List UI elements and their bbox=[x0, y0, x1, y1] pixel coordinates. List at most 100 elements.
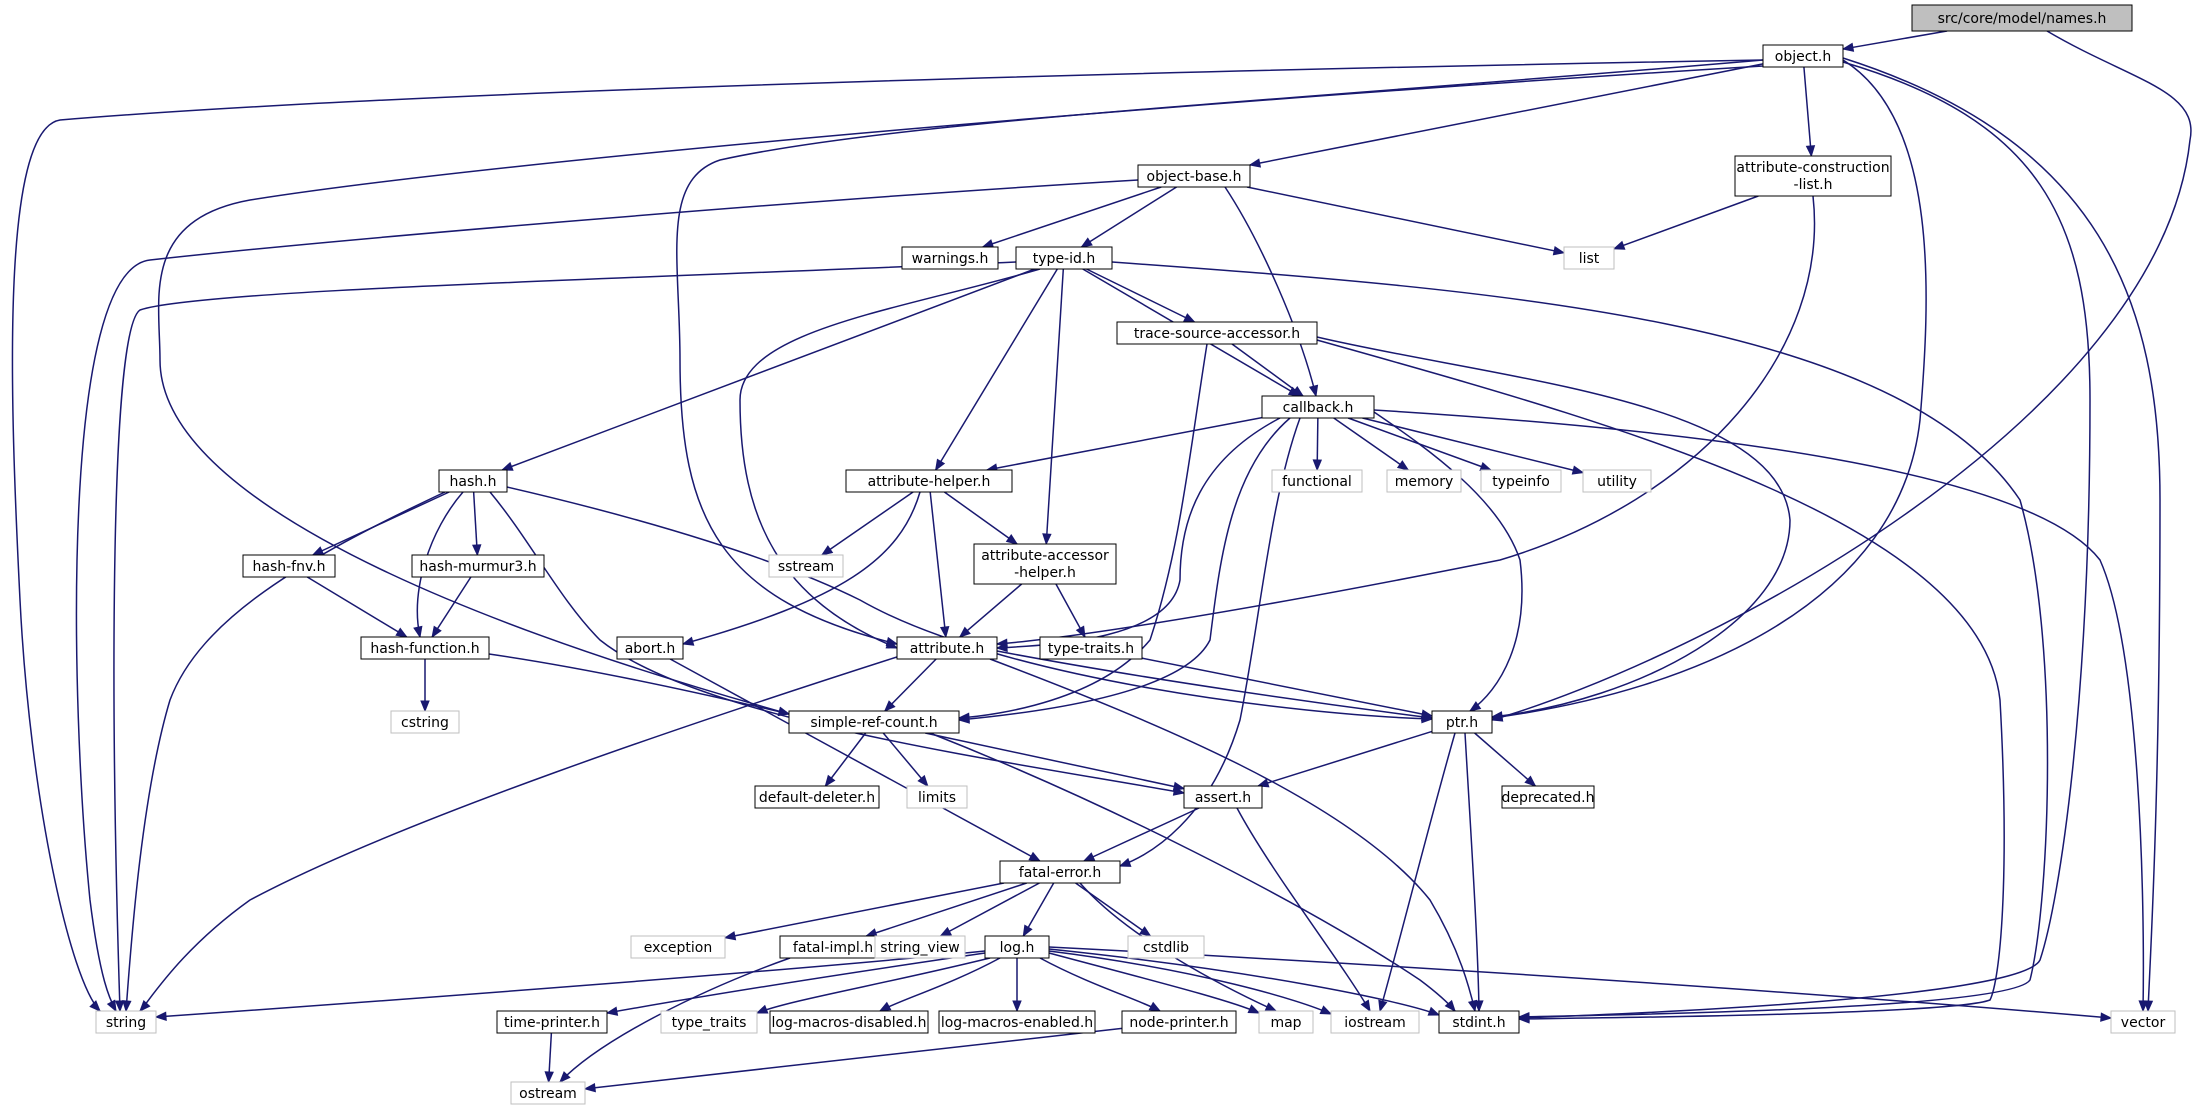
node-timeprinter[interactable]: time-printer.h bbox=[496, 1010, 608, 1034]
node-tsa[interactable]: trace-source-accessor.h bbox=[1116, 321, 1318, 345]
node-utility[interactable]: utility bbox=[1582, 469, 1652, 493]
edge-timeprinter-to-ostream bbox=[544, 1032, 554, 1084]
edge-aah-to-attribute bbox=[958, 583, 1023, 638]
node-box bbox=[411, 554, 545, 578]
node-acl[interactable]: attribute-construction-list.h bbox=[1734, 155, 1892, 197]
node-typeinfo[interactable]: typeinfo bbox=[1480, 469, 1562, 493]
node-hash[interactable]: hash.h bbox=[438, 469, 508, 493]
node-typetraits[interactable]: type_traits bbox=[660, 1010, 758, 1034]
node-label: deprecated.h bbox=[1501, 790, 1594, 806]
edge-ahelper-to-abort bbox=[681, 491, 921, 646]
edge-callback-to-src bbox=[957, 417, 1291, 724]
node-stdint[interactable]: stdint.h bbox=[1438, 1010, 1520, 1034]
node-box bbox=[901, 246, 999, 270]
node-label: assert.h bbox=[1195, 790, 1251, 806]
node-log[interactable]: log.h bbox=[984, 935, 1050, 959]
node-box bbox=[1137, 164, 1251, 188]
node-stringview[interactable]: string_view bbox=[874, 935, 966, 959]
node-label: node-printer.h bbox=[1129, 1015, 1228, 1031]
node-limits[interactable]: limits bbox=[906, 785, 968, 809]
node-fatalerror[interactable]: fatal-error.h bbox=[999, 860, 1121, 884]
node-attribute[interactable]: attribute.h bbox=[896, 636, 998, 660]
node-object[interactable]: object.h bbox=[1762, 44, 1844, 68]
node-label: time-printer.h bbox=[504, 1015, 600, 1031]
edges-layer bbox=[11, 30, 2192, 1093]
node-box bbox=[1330, 1010, 1420, 1034]
node-box bbox=[788, 710, 960, 734]
node-warnings[interactable]: warnings.h bbox=[901, 246, 999, 270]
node-ahelper[interactable]: attribute-helper.h bbox=[845, 469, 1013, 493]
node-box bbox=[242, 554, 336, 578]
edge-callback-to-functional bbox=[1312, 417, 1323, 472]
edge-attribute-to-ptr bbox=[996, 650, 1434, 722]
edge-hashfnv-to-hashfunc bbox=[306, 576, 408, 638]
node-fatalimpl[interactable]: fatal-impl.h bbox=[779, 935, 887, 959]
edge-ahelper-to-attribute bbox=[929, 491, 950, 639]
node-objectbase[interactable]: object-base.h bbox=[1137, 164, 1251, 188]
node-box bbox=[984, 935, 1050, 959]
node-src[interactable]: simple-ref-count.h bbox=[788, 710, 960, 734]
node-deprecated[interactable]: deprecated.h bbox=[1501, 785, 1595, 809]
node-typeid[interactable]: type-id.h bbox=[1015, 246, 1113, 270]
node-list[interactable]: list bbox=[1563, 246, 1615, 270]
node-typetraitsh[interactable]: type-traits.h bbox=[1039, 636, 1143, 660]
node-functional[interactable]: functional bbox=[1271, 469, 1363, 493]
node-nodeprinter[interactable]: node-printer.h bbox=[1121, 1010, 1237, 1034]
node-ostream[interactable]: ostream bbox=[510, 1081, 586, 1105]
node-cstdlib[interactable]: cstdlib bbox=[1127, 935, 1205, 959]
node-label: simple-ref-count.h bbox=[810, 715, 937, 731]
node-hashfunc[interactable]: hash-function.h bbox=[360, 636, 490, 660]
node-murmur[interactable]: hash-murmur3.h bbox=[411, 554, 545, 578]
node-label: map bbox=[1270, 1015, 1301, 1031]
node-sstream[interactable]: sstream bbox=[768, 554, 844, 578]
node-assert[interactable]: assert.h bbox=[1183, 785, 1263, 809]
edge-typeid-to-aah bbox=[1042, 268, 1065, 546]
node-lmd[interactable]: log-macros-disabled.h bbox=[769, 1010, 929, 1034]
node-box bbox=[2110, 1010, 2176, 1034]
node-box bbox=[973, 543, 1117, 585]
edge-log-to-typetraits bbox=[755, 957, 991, 1014]
edge-log-to-stdint bbox=[1048, 948, 1441, 1016]
node-hashfnv[interactable]: hash-fnv.h bbox=[242, 554, 336, 578]
edge-murmur-to-hashfunc bbox=[431, 576, 472, 639]
node-ptr[interactable]: ptr.h bbox=[1431, 710, 1493, 734]
node-string4[interactable]: string bbox=[95, 1010, 157, 1034]
edge-tsa-to-src bbox=[957, 343, 1208, 722]
node-vector[interactable]: vector bbox=[2110, 1010, 2176, 1034]
node-box bbox=[1480, 469, 1562, 493]
node-abort[interactable]: abort.h bbox=[616, 636, 684, 660]
edge-log-to-timeprinter bbox=[605, 952, 986, 1016]
node-iostream[interactable]: iostream bbox=[1330, 1010, 1420, 1034]
node-dd[interactable]: default-deleter.h bbox=[754, 785, 880, 809]
edge-ahelper-to-sstream bbox=[820, 491, 914, 556]
node-label: stdint.h bbox=[1452, 1015, 1505, 1031]
edge-fatalerror-to-log bbox=[1022, 882, 1055, 938]
node-box bbox=[1127, 935, 1205, 959]
node-label: src/core/model/names.h bbox=[1938, 11, 2107, 27]
edge-nodeprinter-to-ostream bbox=[583, 1027, 1123, 1093]
node-aah[interactable]: attribute-accessor-helper.h bbox=[973, 543, 1117, 585]
node-label: cstring bbox=[401, 715, 449, 731]
edge-object-to-string1 bbox=[11, 59, 1764, 1012]
node-box bbox=[630, 935, 726, 959]
edge-ptr-to-stdint bbox=[1464, 732, 1484, 1013]
node-exception[interactable]: exception bbox=[630, 935, 726, 959]
node-label: typeinfo bbox=[1492, 474, 1550, 490]
edge-typeid-to-attribute bbox=[739, 268, 1041, 649]
node-cstring[interactable]: cstring bbox=[390, 710, 460, 734]
node-box bbox=[754, 785, 880, 809]
node-label: log.h bbox=[1000, 940, 1035, 956]
node-names[interactable]: src/core/model/names.h bbox=[1911, 4, 2133, 32]
edge-typeid-to-string2 bbox=[113, 261, 1017, 1013]
node-lme[interactable]: log-macros-enabled.h bbox=[938, 1010, 1096, 1034]
node-memory[interactable]: memory bbox=[1386, 469, 1462, 493]
node-map[interactable]: map bbox=[1258, 1010, 1314, 1034]
edge-acl-to-attribute bbox=[995, 195, 1816, 648]
node-box bbox=[1121, 1010, 1237, 1034]
node-label: sstream bbox=[778, 559, 834, 575]
node-box bbox=[95, 1010, 157, 1034]
edge-assert-to-fatalerror bbox=[1082, 807, 1200, 862]
edge-log-to-nodeprinter bbox=[1039, 957, 1162, 1012]
edge-hashfunc-to-src bbox=[488, 653, 791, 717]
node-callback[interactable]: callback.h bbox=[1261, 395, 1375, 419]
